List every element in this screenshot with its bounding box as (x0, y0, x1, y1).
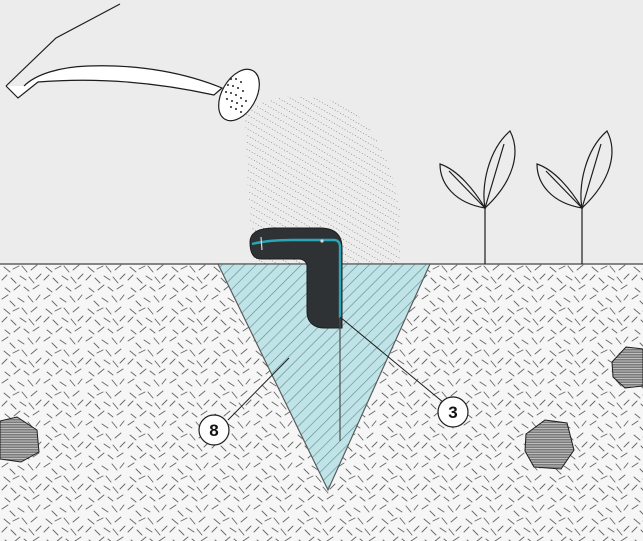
stone-icon (0, 416, 40, 463)
plant-icon (536, 130, 613, 264)
soil-sensor-icon (249, 227, 343, 441)
water-spray (245, 96, 400, 264)
callout-3-leader (339, 316, 456, 413)
callout-8-label: 8 (209, 421, 218, 440)
callout-8: 8 (198, 414, 230, 446)
watering-can-icon (5, 3, 260, 122)
plant-icon (439, 130, 516, 264)
callout-3: 3 (437, 396, 469, 428)
callout-3-label: 3 (448, 403, 457, 422)
stone-icon (524, 419, 575, 470)
callout-8-leader (227, 357, 290, 421)
stone-icon (611, 346, 643, 389)
